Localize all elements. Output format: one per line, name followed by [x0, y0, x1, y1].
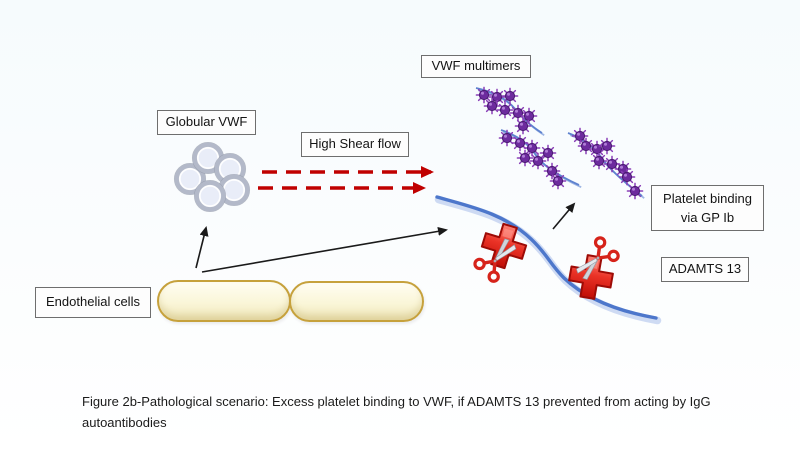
vwf-multimer-string: [475, 86, 545, 136]
globular-vwf-cluster: [174, 142, 249, 211]
platelet-icon: [626, 182, 644, 200]
label-platelet-binding-line2: via GP Ib: [680, 210, 735, 225]
arrow-string-to-multimers: [552, 202, 576, 230]
platelet-icon: [475, 86, 493, 104]
figure-caption: Figure 2b-Pathological scenario: Excess …: [82, 394, 711, 430]
platelet-icon: [516, 149, 534, 167]
label-platelet-binding: Platelet binding via GP Ib: [651, 185, 764, 231]
unfolded-vwf-string: [434, 195, 662, 325]
label-globular-vwf: Globular VWF: [157, 110, 256, 135]
arrow-endothelium-to-globular: [195, 226, 209, 269]
platelet-icon: [618, 168, 636, 186]
platelet-icon: [598, 137, 616, 155]
platelet-icon: [549, 172, 567, 190]
label-endothelial-cells: Endothelial cells: [35, 287, 151, 318]
label-platelet-binding-line1: Platelet binding: [663, 190, 752, 206]
red-cross-icon: [565, 251, 617, 303]
vwf-multimer-string: [567, 127, 645, 200]
label-vwf-multimers: VWF multimers: [421, 55, 531, 78]
endothelial-cell: [157, 280, 291, 322]
platelet-icon: [483, 97, 501, 115]
platelet-icon: [588, 140, 606, 158]
platelet-icon: [529, 152, 547, 170]
vwf-multimer-string: [498, 129, 582, 190]
platelet-icon: [539, 144, 557, 162]
endothelial-cell: [289, 281, 424, 322]
platelet-icon: [590, 152, 608, 170]
label-high-shear-flow: High Shear flow: [301, 132, 409, 157]
vwf-ring: [194, 180, 225, 211]
platelet-icon: [496, 101, 514, 119]
label-adamts13: ADAMTS 13: [661, 257, 749, 282]
platelet-icon: [514, 117, 532, 135]
platelet-icon: [501, 87, 519, 105]
shear-flow-arrows: [258, 166, 434, 194]
annotation-arrows: [195, 202, 576, 273]
platelet-icon: [577, 137, 595, 155]
arrow-endothelium-to-string: [201, 226, 448, 273]
